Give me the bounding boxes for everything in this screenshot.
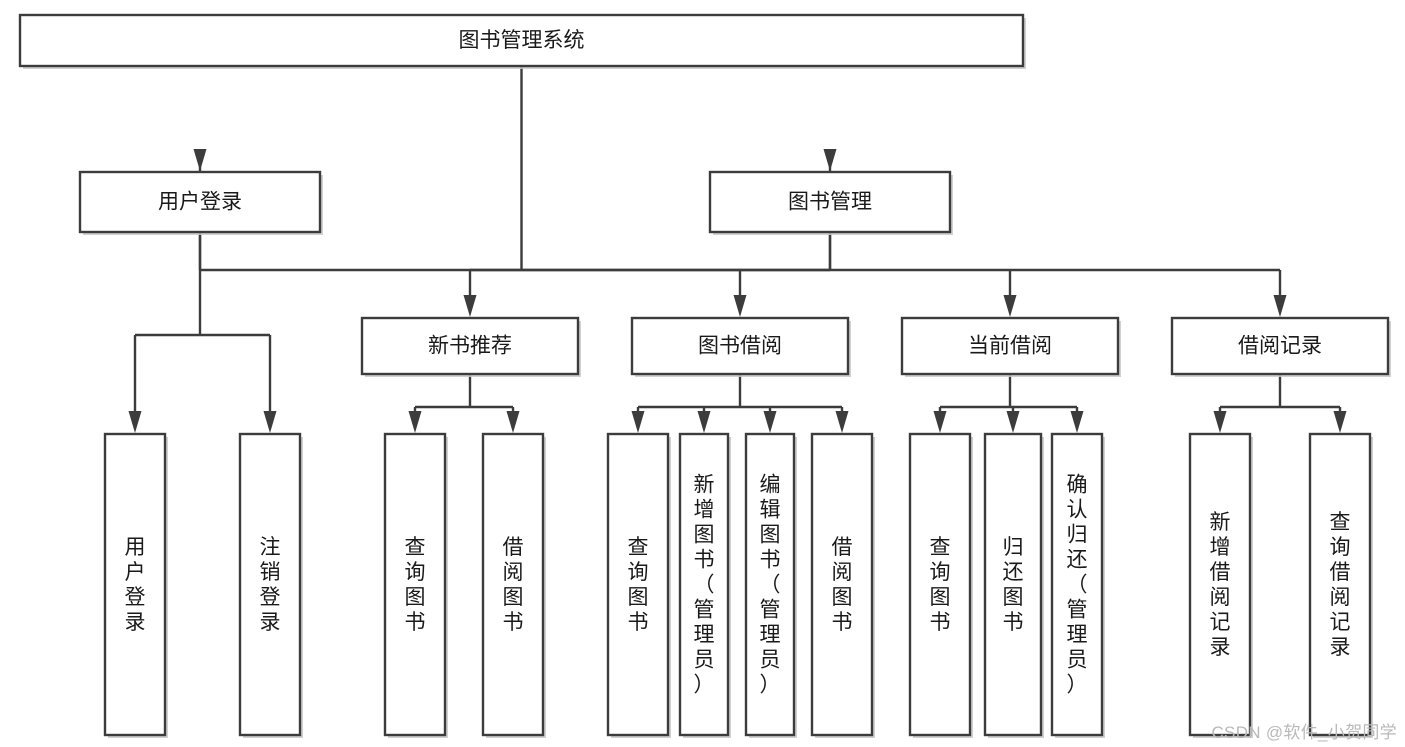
node-rect [238,432,302,737]
node-label: 查询图书 [628,536,649,634]
node-rect [810,432,874,737]
node-rect [983,432,1043,737]
node-rect [18,13,1025,68]
node-book-borrow[interactable]: 图书借阅 [630,316,851,377]
arrow-head-icon [1006,411,1020,433]
connector-layer [128,66,1347,433]
arrow-head-icon [1070,411,1084,433]
node-label: 新增图书（管理员） [694,474,715,697]
arrow-head-icon [697,411,711,433]
node-leaf-user-login[interactable]: 用户登录 [103,432,168,738]
node-rect [103,432,167,737]
node-leaf-rec-add[interactable]: 新增借阅记录 [1188,432,1253,738]
arrow-head-icon [128,411,142,433]
node-label: 查询图书 [405,536,426,634]
node-leaf-rec-search[interactable]: 查询借阅记录 [1308,432,1373,738]
node-rect [630,316,850,376]
node-rect [744,432,796,737]
node-rect [708,170,952,234]
node-leaf-borrow-add[interactable]: 新增图书（管理员） [678,432,731,738]
node-leaf-cur-return[interactable]: 归还图书 [983,432,1044,738]
node-label: 用户登录 [158,191,242,214]
watermark-text: CSDN @软件_小贺同学 [1211,723,1397,742]
node-rect [678,432,730,737]
node-leaf-rec-query[interactable]: 查询图书 [383,432,448,738]
node-label: 图书管理 [788,191,872,214]
node-layer: 图书管理系统用户登录图书管理新书推荐图书借阅当前借阅借阅记录用户登录注销登录查询… [18,13,1391,738]
arrow-head-icon [933,411,947,433]
arrow-head-icon [408,411,422,433]
node-label: 注销登录 [260,536,281,634]
node-rect [1170,316,1390,376]
node-leaf-borrow-query[interactable]: 查询图书 [606,432,671,738]
node-label: 借阅记录 [1238,335,1322,358]
arrow-head-icon [463,295,477,317]
node-label: 新增借阅记录 [1210,511,1231,659]
arrow-head-icon [1333,411,1347,433]
node-new-book-rec[interactable]: 新书推荐 [360,316,581,377]
node-leaf-cur-confirm[interactable]: 确认归还（管理员） [1050,432,1105,738]
node-label: 用户登录 [125,536,146,634]
node-label: 当前借阅 [968,335,1052,358]
arrow-head-icon [631,411,645,433]
arrow-head-icon [263,411,277,433]
node-label: 查询借阅记录 [1330,511,1351,659]
node-current-borrow[interactable]: 当前借阅 [900,316,1121,377]
node-rect [360,316,580,376]
arrow-head-icon [835,411,849,433]
node-label: 归还图书 [1003,536,1024,634]
node-label: 借阅图书 [832,536,853,634]
node-leaf-user-logout[interactable]: 注销登录 [238,432,303,738]
node-label: 图书借阅 [698,335,782,358]
node-leaf-borrow-lend[interactable]: 借阅图书 [810,432,875,738]
node-rect [481,432,545,737]
node-root[interactable]: 图书管理系统 [18,13,1026,69]
node-rect [383,432,447,737]
arrow-head-icon [733,295,747,317]
node-rect [1188,432,1252,737]
arrow-head-icon [763,411,777,433]
node-label: 新书推荐 [428,335,512,358]
node-label: 查询图书 [930,536,951,634]
arrow-head-icon [823,149,837,171]
node-borrow-record[interactable]: 借阅记录 [1170,316,1391,377]
arrow-head-icon [506,411,520,433]
arrow-head-icon [1213,411,1227,433]
node-label: 借阅图书 [503,536,524,634]
node-rect [900,316,1120,376]
node-leaf-borrow-edit[interactable]: 编辑图书（管理员） [744,432,797,738]
node-leaf-rec-borrow[interactable]: 借阅图书 [481,432,546,738]
arrow-head-icon [193,149,207,171]
node-rect [1050,432,1104,737]
node-rect [78,170,322,234]
node-label: 确认归还（管理员） [1067,474,1088,697]
arrow-head-icon [1273,295,1287,317]
node-leaf-cur-query[interactable]: 查询图书 [908,432,973,738]
node-label: 图书管理系统 [459,29,585,52]
node-label: 编辑图书（管理员） [760,474,781,697]
node-rect [908,432,972,737]
node-rect [1308,432,1372,737]
node-user-login[interactable]: 用户登录 [78,170,323,235]
node-rect [606,432,670,737]
node-book-manage[interactable]: 图书管理 [708,170,953,235]
arrow-head-icon [1003,295,1017,317]
